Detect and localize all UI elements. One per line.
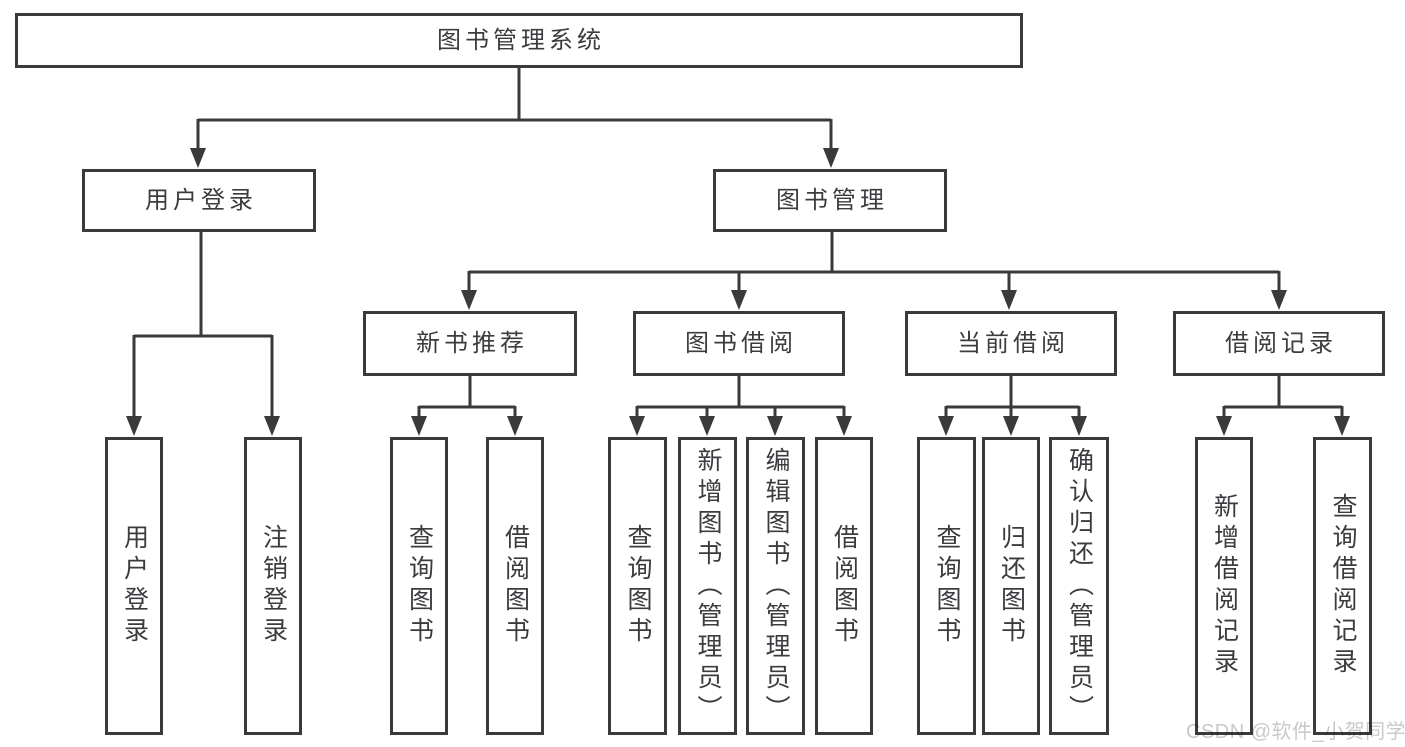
leaf-borrow-books-recommend: 借阅图书 [486,437,544,735]
connector-borrow-record-branch [1222,374,1344,418]
arrow-down-icon [1216,416,1232,436]
arrow-down-icon [836,416,852,436]
node-label: 用户登录 [145,186,257,214]
node-label: 新增借阅记录 [1210,493,1239,679]
node-label: 查询图书 [405,524,434,648]
arrowheads [126,148,1350,436]
arrow-down-icon [629,416,645,436]
node-library-management-system: 图书管理系统 [15,13,1023,68]
connector-book-borrow-branch [635,374,846,418]
node-book-management: 图书管理 [713,169,947,232]
arrow-down-icon [767,416,783,436]
leaf-return-books: 归还图书 [982,437,1040,735]
arrow-down-icon [1003,416,1019,436]
node-label: 借阅图书 [830,524,859,648]
node-borrowing-records: 借阅记录 [1173,311,1385,376]
connector-current-borrow-branch [944,374,1081,418]
node-label: 用户登录 [120,524,149,648]
arrow-down-icon [938,416,954,436]
node-label: 查询图书 [624,524,652,648]
node-label: 图书借阅 [685,329,797,357]
leaf-query-books-current: 查询图书 [917,437,976,735]
node-current-borrowing: 当前借阅 [905,311,1117,376]
arrow-down-icon [1334,416,1350,436]
arrow-down-icon [1071,416,1087,436]
arrow-down-icon [264,416,280,436]
arrow-down-icon [823,148,839,168]
node-label: 当前借阅 [957,329,1069,357]
node-label: 借阅图书 [501,524,530,648]
arrow-down-icon [731,290,747,310]
node-label: 查询借阅记录 [1329,493,1357,679]
connector-book-management-branch [467,230,1281,292]
node-label: 图书管理 [776,186,888,214]
node-label: 新增图书（管理员） [694,446,722,726]
connector-new-book-branch [417,374,517,418]
leaf-query-books-recommend: 查询图书 [390,437,448,735]
connector-user-login-branch [132,230,274,418]
leaf-query-books-borrow: 查询图书 [608,437,667,735]
node-label: 确认归还（管理员） [1065,446,1094,726]
arrow-down-icon [1271,290,1287,310]
node-label: 查询图书 [933,524,961,648]
arrow-down-icon [126,416,142,436]
csdn-watermark: CSDN @软件_小贺同学 [1186,721,1405,743]
node-label: 图书管理系统 [437,26,605,54]
node-book-borrowing: 图书借阅 [633,311,845,376]
node-new-book-recommendation: 新书推荐 [363,311,577,376]
connector-root-to-level2 [196,66,833,150]
arrow-down-icon [190,148,206,168]
arrow-down-icon [461,290,477,310]
leaf-confirm-return-admin: 确认归还（管理员） [1049,437,1109,735]
node-label: 新书推荐 [416,329,528,357]
arrow-down-icon [1001,290,1017,310]
leaf-borrow-books: 借阅图书 [815,437,873,735]
leaf-query-borrow-record: 查询借阅记录 [1313,437,1372,735]
node-label: 借阅记录 [1225,329,1337,357]
leaf-user-login: 用户登录 [105,437,163,735]
leaf-add-borrow-record: 新增借阅记录 [1195,437,1253,735]
leaf-logout-login: 注销登录 [244,437,302,735]
arrow-down-icon [411,416,427,436]
arrow-down-icon [699,416,715,436]
node-label: 注销登录 [259,524,288,648]
leaf-edit-books-admin: 编辑图书（管理员） [746,437,805,735]
node-user-login: 用户登录 [82,169,316,232]
arrow-down-icon [507,416,523,436]
node-label: 编辑图书（管理员） [762,446,790,726]
node-label: 归还图书 [997,524,1026,648]
leaf-add-books-admin: 新增图书（管理员） [678,437,737,735]
